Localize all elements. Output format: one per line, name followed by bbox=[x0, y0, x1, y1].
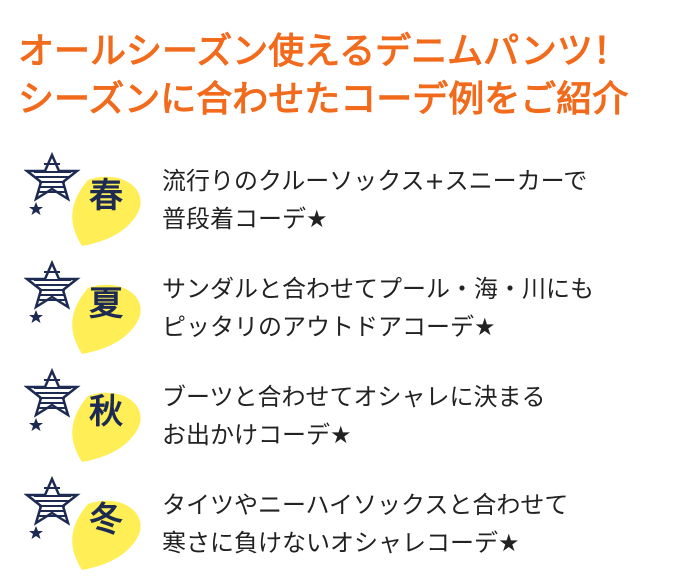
season-item-autumn: 秋 ブーツと合わせてオシャレに決まる お出かけコーデ★ bbox=[24, 366, 684, 470]
season-badge-icon bbox=[24, 151, 141, 246]
season-description-line-2: ピッタリのアウトドアコーデ★ bbox=[162, 313, 496, 341]
striped-star-icon bbox=[24, 475, 81, 526]
heading-line-2: シーズンに合わせたコーデ例をご紹介 bbox=[18, 79, 629, 120]
season-description-line-1: タイツやニーハイソックスと合わせて bbox=[162, 491, 569, 519]
season-kanji: 秋 bbox=[89, 392, 123, 432]
season-description: サンダルと合わせてプール・海・川にも ピッタリのアウトドアコーデ★ bbox=[162, 270, 682, 346]
heading-line-1: オールシーズン使えるデニムパンツ！ bbox=[18, 31, 629, 72]
small-star-icon bbox=[29, 202, 43, 215]
season-description-line-1: ブーツと合わせてオシャレに決まる bbox=[162, 383, 546, 411]
season-kanji: 冬 bbox=[89, 500, 123, 540]
season-item-winter: 冬 タイツやニーハイソックスと合わせて 寒さに負けないオシャレコーデ★ bbox=[24, 474, 684, 578]
season-description-line-1: サンダルと合わせてプール・海・川にも bbox=[162, 275, 594, 303]
small-star-icon bbox=[29, 310, 43, 323]
striped-star-icon bbox=[24, 151, 81, 202]
season-description-line-2: お出かけコーデ★ bbox=[162, 421, 352, 449]
season-badge: 春 bbox=[24, 150, 154, 254]
striped-star-icon bbox=[24, 259, 81, 310]
season-description: タイツやニーハイソックスと合わせて 寒さに負けないオシャレコーデ★ bbox=[162, 486, 682, 562]
season-badge: 秋 bbox=[24, 366, 154, 470]
season-badge: 夏 bbox=[24, 258, 154, 362]
small-star-icon bbox=[29, 418, 43, 431]
season-item-summer: 夏 サンダルと合わせてプール・海・川にも ピッタリのアウトドアコーデ★ bbox=[24, 258, 684, 362]
season-kanji: 夏 bbox=[89, 284, 123, 324]
season-badge: 冬 bbox=[24, 474, 154, 578]
season-description-line-2: 寒さに負けないオシャレコーデ★ bbox=[162, 529, 520, 557]
season-description: 流行りのクルーソックス+スニーカーで 普段着コーデ★ bbox=[162, 162, 682, 238]
season-kanji: 春 bbox=[89, 176, 123, 216]
season-description: ブーツと合わせてオシャレに決まる お出かけコーデ★ bbox=[162, 378, 682, 454]
season-badge-icon bbox=[24, 475, 141, 570]
small-star-icon bbox=[29, 526, 43, 539]
striped-star-icon bbox=[24, 367, 81, 418]
season-description-line-2: 普段着コーデ★ bbox=[162, 205, 328, 233]
season-description-line-1: 流行りのクルーソックス+スニーカーで bbox=[162, 167, 588, 195]
season-badge-icon bbox=[24, 259, 141, 354]
season-badge-icon bbox=[24, 367, 141, 462]
season-item-spring: 春 流行りのクルーソックス+スニーカーで 普段着コーデ★ bbox=[24, 150, 684, 254]
